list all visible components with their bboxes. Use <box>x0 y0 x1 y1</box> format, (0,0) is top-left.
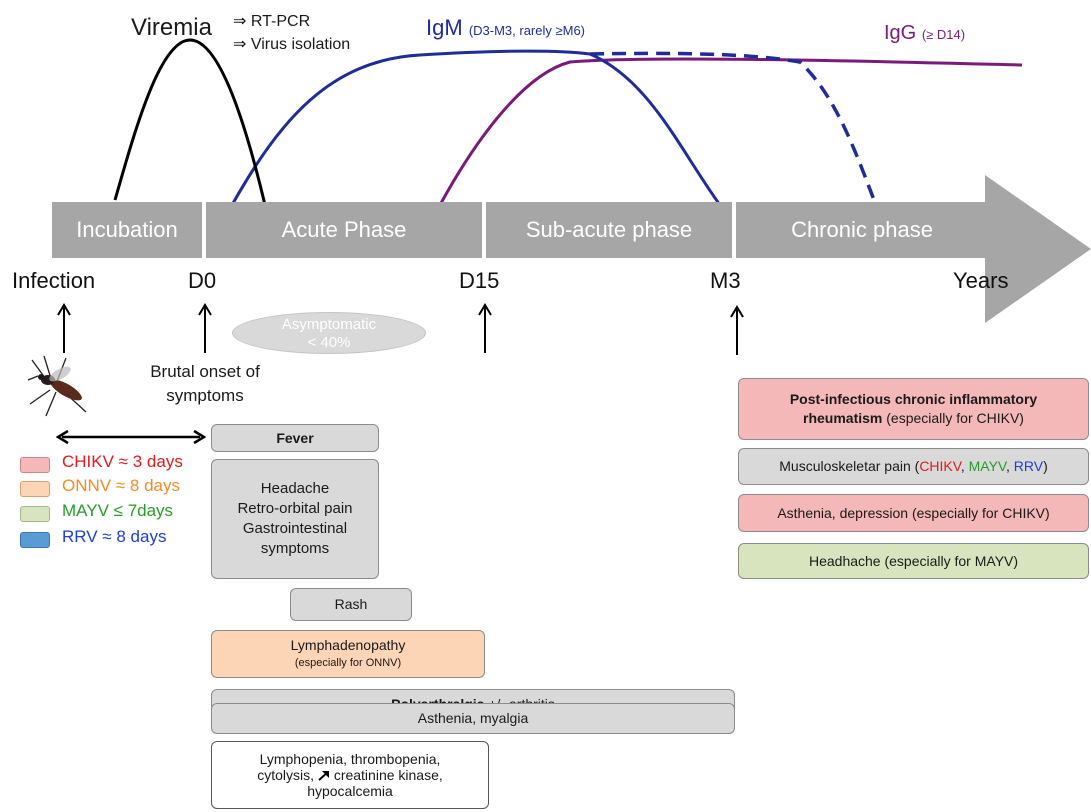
timeline-m3: M3 <box>710 268 741 293</box>
timeline-d15: D15 <box>459 268 500 293</box>
lab-findings-box: Lymphopenia, thrombopenia, cytolysis, cr… <box>211 741 489 809</box>
asthenia-myalgia-label: Asthenia, myalgia <box>417 710 529 726</box>
lymphadenopathy-box: Lymphadenopathy (especially for ONNV) <box>211 630 485 678</box>
viremia-methods: ⇒ RT-PCR ⇒ Virus isolation <box>233 10 350 56</box>
rash-label: Rash <box>334 596 368 612</box>
lab-cytolysis: cytolysis, <box>257 767 315 783</box>
lab-line-2: cytolysis, creatinine kinase, <box>257 767 443 783</box>
phase-arrow <box>52 175 1091 323</box>
chikv-swatch <box>20 457 50 473</box>
musculoskeletal-label: Musculoskeletar pain ( <box>779 458 920 474</box>
lab-creatinine: creatinine kinase, <box>333 767 443 783</box>
d0-arrow-icon <box>198 303 212 353</box>
phase-chronic: Chronic phase <box>791 217 933 242</box>
mosquito-icon <box>27 355 87 417</box>
phase-acute: Acute Phase <box>281 217 407 242</box>
igg-title: IgG <box>884 22 917 44</box>
chronic-headache-label: Headhache (especially for MAYV) <box>808 552 1019 569</box>
timeline-d0: D0 <box>188 268 217 293</box>
fever-label: Fever <box>276 429 314 446</box>
rrv-incubation-text: RRV ≈ 8 days <box>62 527 167 546</box>
infection-arrow-icon <box>57 303 71 353</box>
retro-orbital-label: Retro-orbital pain <box>237 500 353 517</box>
igm-dashed-curve <box>589 51 876 201</box>
rheumatism-box: Post-infectious chronic inflammatory rhe… <box>738 378 1089 440</box>
musc-rrv: RRV <box>1013 458 1044 474</box>
musculoskeletal-box: Musculoskeletar pain (CHIKV, MAYV, RRV) <box>738 448 1089 485</box>
symptoms-label: symptoms <box>260 540 330 557</box>
timeline-years: Years <box>953 268 1009 293</box>
asymptomatic-percent: < 40% <box>307 334 351 351</box>
rrv-swatch <box>20 532 50 548</box>
onnv-incubation-text: ONNV ≈ 8 days <box>62 476 180 495</box>
chikv-incubation-text: CHIKV ≈ 3 days <box>62 452 183 471</box>
m3-arrow-icon <box>730 305 744 355</box>
musc-close: ) <box>1043 458 1048 474</box>
asthenia-myalgia-box: Asthenia, myalgia <box>211 703 735 734</box>
mayv-incubation-text: MAYV ≤ 7days <box>62 501 174 520</box>
d15-arrow-icon <box>478 303 492 353</box>
asymptomatic-ellipse: Asymptomatic < 40% <box>232 312 426 354</box>
onnv-swatch <box>20 481 50 497</box>
igm-label: IgM (D3-M3, rarely ≥M6) <box>426 15 585 41</box>
lab-line-1: Lymphopenia, thrombopenia, <box>259 751 441 767</box>
headache-label: Headache <box>260 480 330 497</box>
lymphadenopathy-note: (especially for ONNV) <box>294 657 402 669</box>
phase-subacute: Sub-acute phase <box>525 217 693 242</box>
musc-chikv: CHIKV <box>919 458 961 474</box>
lymphadenopathy-label: Lymphadenopathy <box>290 637 406 653</box>
asthenia-depression-box: Asthenia, depression (especially for CHI… <box>738 494 1089 532</box>
rash-box: Rash <box>290 588 412 621</box>
musc-mayv: MAYV <box>968 458 1006 474</box>
fever-box: Fever <box>211 424 379 452</box>
up-right-arrow-icon <box>318 771 329 781</box>
gastrointestinal-label: Gastrointestinal <box>242 520 348 537</box>
lab-line-4: hypocalcemia <box>307 783 393 799</box>
headache-group-box: Headache Retro-orbital pain Gastrointest… <box>211 459 379 579</box>
asthenia-depression-label: Asthenia, depression (especially for CHI… <box>777 504 1050 521</box>
incubation-span-arrow-icon <box>56 429 206 445</box>
chronic-headache-box: Headhache (especially for MAYV) <box>738 543 1089 579</box>
onset-label: Brutal onset of symptoms <box>150 362 260 405</box>
igm-title: IgM <box>426 15 463 40</box>
method-virus-isolation: ⇒ Virus isolation <box>233 36 351 53</box>
phase-incubation: Incubation <box>76 217 178 242</box>
rheumatism-note: (especially for CHIKV) <box>882 410 1024 426</box>
mayv-swatch <box>20 506 50 522</box>
timeline-infection: Infection <box>12 268 96 293</box>
igg-note: (≥ D14) <box>921 27 966 42</box>
method-rt-pcr: ⇒ RT-PCR <box>233 13 311 30</box>
asymptomatic-label: Asymptomatic <box>281 316 377 333</box>
viremia-label: Viremia <box>131 14 212 41</box>
igm-note: (D3-M3, rarely ≥M6) <box>468 23 586 38</box>
rheumatism-label: Post-infectious chronic inflammatory rhe… <box>789 391 1038 426</box>
viremia-curve <box>113 38 267 206</box>
igg-label: IgG (≥ D14) <box>884 22 965 45</box>
igm-curve <box>230 49 722 206</box>
